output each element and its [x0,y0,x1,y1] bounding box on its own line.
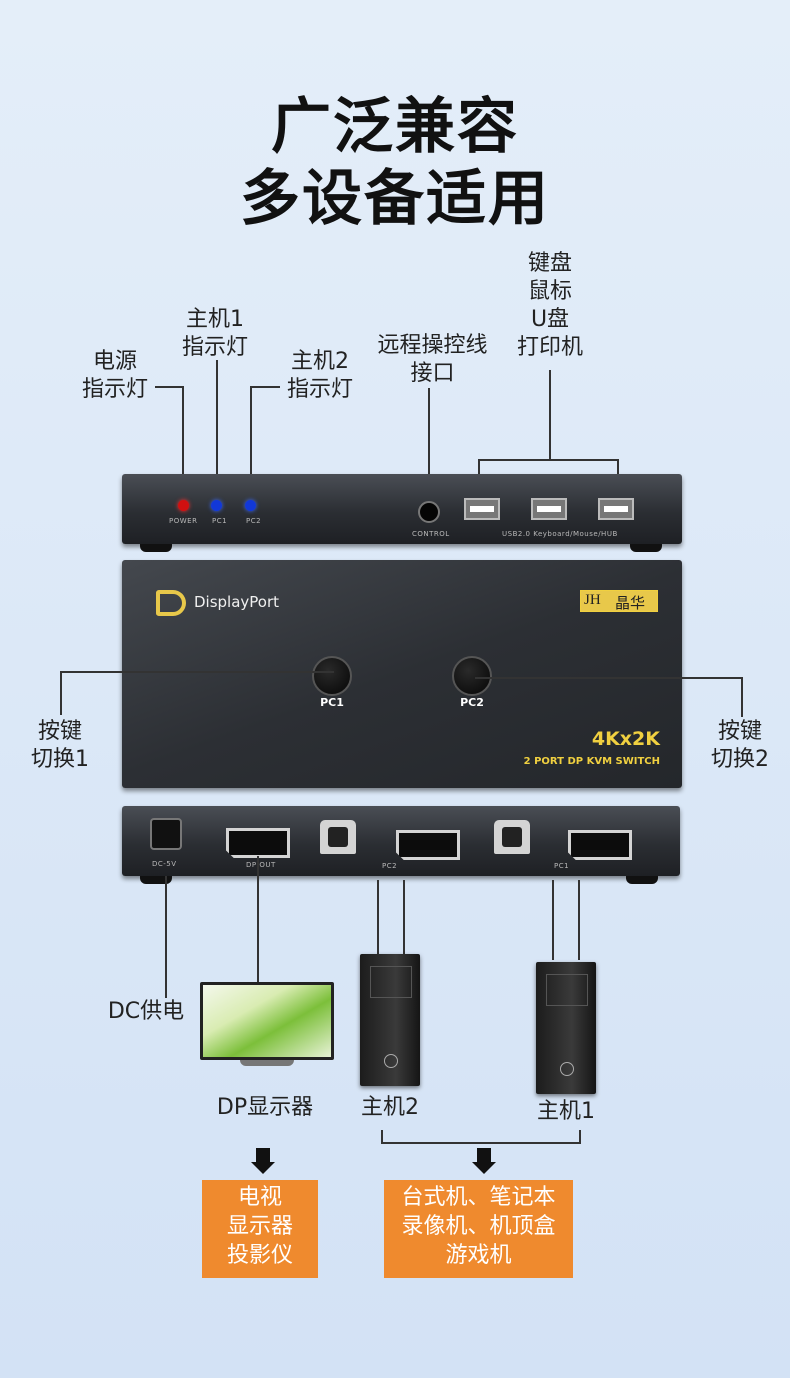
brand-cn-text: 晶华 [615,594,646,612]
leader-line [403,880,405,956]
dp-in-port-pc1 [568,830,632,860]
leader-line [552,880,554,960]
pc1-tag-text: PC1 [554,862,570,870]
monitor-screen [203,985,331,1057]
pc2-tag-text: PC2 [382,862,398,870]
drive-bay [370,966,412,998]
leader-line [478,459,480,485]
leader-line [165,876,167,998]
host2-label: 主机2 [361,1095,419,1120]
pc2-switch-button[interactable] [452,656,492,696]
spec-4k-text: 4Kx2K [591,728,660,750]
leader-line [257,856,259,984]
bracket-line [579,1130,581,1144]
top-panel: DisplayPort JH 晶华 PC1 PC2 4Kx2K 2 PORT D… [122,560,682,788]
hp-logo-icon [384,1054,398,1068]
rear-panel: DC-5V DP OUT PC2 PC1 [122,806,680,876]
headline-line1: 广泛兼容 [271,92,519,162]
leader-line [617,459,619,485]
power-led [178,500,189,511]
leader-line [250,386,252,500]
leader-line [475,677,743,679]
dp-monitor-label: DP显示器 [216,1095,314,1120]
monitor-stand [240,1060,294,1066]
leader-line [549,370,551,460]
power-text: POWER [169,517,198,525]
leader-line [182,386,184,500]
panel-foot [630,544,662,552]
usb-b-port-pc2 [320,820,356,854]
dc-text: DC-5V [152,860,177,868]
panel-foot [626,876,658,884]
switch-button-2-label: 按键 切换2 [711,719,769,772]
usb-port-3 [598,498,634,520]
pc2-led-text: PC2 [246,517,262,525]
dc-power-label: DC供电 [107,999,185,1024]
control-text: CONTROL [412,530,450,538]
leader-line [741,677,743,717]
power-led-label: 电源 指示灯 [81,349,148,402]
computer-devices-box: 台式机、笔记本 录像机、机顶盒 游戏机 [384,1180,573,1278]
host2-tower-image [360,954,420,1086]
control-port-label: 远程操控线 接口 [377,333,488,386]
dc-jack [150,818,182,850]
leader-line [377,880,379,956]
leader-line [478,459,618,461]
leader-line [428,388,430,500]
leader-line [250,386,280,388]
pc1-led [211,500,222,511]
pc1-led-text: PC1 [212,517,228,525]
usb-b-port-pc1 [494,820,530,854]
displayport-logo-icon [156,590,186,616]
displayport-logo-text: DisplayPort [194,593,280,611]
host1-label: 主机1 [537,1099,595,1124]
front-panel: POWER PC1 PC2 CONTROL USB2.0 Keyboard/Mo… [122,474,682,544]
host1-tower-image [536,962,596,1094]
hp-logo-icon [560,1062,574,1076]
pc1-button-text: PC1 [320,696,344,709]
leader-line [60,671,62,715]
pc2-led-label: 主机2 指示灯 [286,349,353,402]
monitor-image [200,982,334,1060]
switch-button-1-label: 按键 切换1 [31,719,89,772]
dp-in-port-pc2 [396,830,460,860]
down-arrow-icon [472,1148,496,1174]
leader-line [60,671,334,673]
pc1-led-label: 主机1 指示灯 [181,307,248,360]
usb-text: USB2.0 Keyboard/Mouse/HUB [502,530,618,538]
pc2-button-text: PC2 [460,696,484,709]
leader-line [155,386,183,388]
usb-port-2 [531,498,567,520]
leader-line [216,360,218,500]
brand-box-text: JH [584,592,601,608]
headline-line2: 多设备适用 [240,164,550,234]
brand-box: JH 晶华 [580,590,658,612]
pc1-switch-button[interactable] [312,656,352,696]
display-devices-box: 电视 显示器 投影仪 [202,1180,318,1278]
usb-devices-label: 键盘 鼠标 U盘 打印机 [516,251,583,360]
down-arrow-icon [251,1148,275,1174]
dp-out-port [226,828,290,858]
usb-port-1 [464,498,500,520]
spec-kvm-text: 2 PORT DP KVM SWITCH [523,756,660,767]
drive-bay [546,974,588,1006]
panel-foot [140,544,172,552]
pc2-led [245,500,256,511]
panel-foot [140,876,172,884]
dpout-text: DP OUT [246,861,276,869]
bracket-line [381,1130,383,1144]
bracket-line [381,1142,581,1144]
control-jack [418,501,440,523]
leader-line [578,880,580,960]
